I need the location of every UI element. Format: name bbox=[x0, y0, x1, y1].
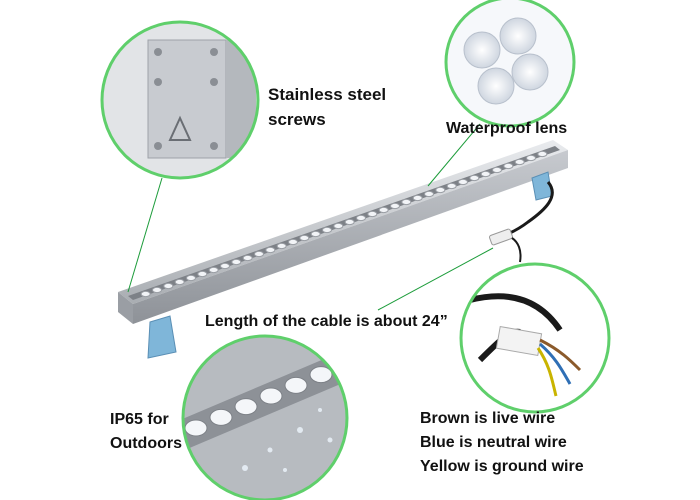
led-icon bbox=[299, 234, 310, 242]
led-icon bbox=[344, 218, 355, 226]
led-icon bbox=[390, 202, 400, 210]
led-icon bbox=[435, 186, 446, 194]
lens-icon bbox=[463, 31, 501, 69]
led-icon bbox=[284, 376, 308, 394]
label-brown-wire: Brown is live wire bbox=[420, 410, 556, 427]
led-icon bbox=[480, 170, 491, 178]
led-icon bbox=[401, 198, 412, 206]
led-icon bbox=[458, 178, 468, 186]
led-icon bbox=[367, 210, 378, 218]
bracket-left bbox=[147, 315, 177, 359]
led-icon bbox=[265, 246, 276, 254]
led-icon bbox=[514, 158, 525, 166]
led-icon bbox=[503, 162, 514, 170]
led-icon bbox=[288, 238, 298, 246]
label-yellow-wire: Yellow is ground wire bbox=[420, 458, 584, 475]
label-line: screws bbox=[268, 110, 326, 129]
screw-icon bbox=[154, 78, 162, 86]
led-icon bbox=[276, 242, 287, 250]
led-icon bbox=[310, 230, 321, 238]
led-icon bbox=[424, 190, 434, 198]
led-icon bbox=[220, 262, 230, 270]
callout-lens bbox=[444, 0, 576, 128]
label-line: IP65 for bbox=[110, 411, 169, 428]
led-icon bbox=[186, 274, 196, 282]
led-icon bbox=[242, 254, 253, 262]
led-icon bbox=[208, 266, 219, 274]
led-icon bbox=[234, 398, 258, 416]
leader-lines bbox=[127, 123, 494, 311]
led-icon bbox=[197, 270, 208, 278]
led-icon bbox=[231, 258, 242, 266]
led-icon bbox=[309, 366, 333, 384]
label-line: Outdoors bbox=[110, 435, 182, 452]
led-icon bbox=[254, 250, 264, 258]
label-stainless-steel-screws: Stainless steel screws bbox=[268, 82, 386, 132]
label-waterproof-lens: Waterproof lens bbox=[446, 120, 568, 137]
callout-wires bbox=[459, 262, 611, 414]
label-ip65-outdoors: IP65 for Outdoors bbox=[110, 408, 182, 456]
callout-screws bbox=[100, 20, 260, 180]
led-icon bbox=[140, 290, 151, 298]
callout-ip65 bbox=[181, 334, 349, 500]
light-bar bbox=[118, 140, 568, 359]
led-icon bbox=[322, 226, 332, 234]
led-icon bbox=[446, 182, 457, 190]
screw-icon bbox=[210, 48, 218, 56]
cable-connector bbox=[489, 228, 513, 246]
led-icon bbox=[412, 194, 423, 202]
lens-icon bbox=[477, 67, 515, 105]
led-icon bbox=[152, 286, 162, 294]
screw-icon bbox=[154, 142, 162, 150]
lens-icon bbox=[499, 17, 537, 55]
label-cable-length: Length of the cable is about 24” bbox=[205, 313, 448, 330]
led-icon bbox=[492, 166, 502, 174]
led-icon bbox=[259, 387, 283, 405]
screw-icon bbox=[210, 78, 218, 86]
screw-icon bbox=[210, 142, 218, 150]
label-blue-wire: Blue is neutral wire bbox=[420, 434, 567, 451]
led-icon bbox=[378, 206, 389, 214]
led-icon bbox=[469, 174, 480, 182]
led-icon bbox=[537, 150, 548, 158]
lens-icon bbox=[511, 53, 549, 91]
led-icon bbox=[209, 408, 233, 426]
label-line: Stainless steel bbox=[268, 85, 387, 104]
led-icon bbox=[334, 355, 347, 373]
led-icon bbox=[356, 214, 366, 222]
led-icon bbox=[333, 222, 344, 230]
led-icon bbox=[184, 419, 208, 437]
brand-logo-icon bbox=[168, 115, 192, 141]
led-icon bbox=[174, 278, 185, 286]
cable-tail bbox=[511, 237, 522, 263]
screw-icon bbox=[154, 48, 162, 56]
led-icon bbox=[526, 154, 536, 162]
led-icon bbox=[163, 282, 174, 290]
label-wire-colors: Brown is live wire Blue is neutral wire … bbox=[420, 407, 584, 479]
